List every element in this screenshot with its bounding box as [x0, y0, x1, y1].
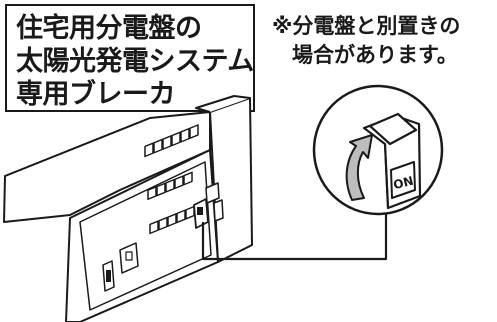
note-line-2: 場合があります。 [292, 43, 458, 67]
magnifier-circle [312, 84, 444, 216]
breaker-row-1 [144, 124, 199, 158]
title-line-2: 太陽光発電システム [16, 46, 254, 77]
distribution-board-illustration [3, 95, 253, 322]
title-line-3: 専用ブレーカ [16, 79, 176, 110]
on-plate [390, 161, 416, 199]
callout-line [201, 205, 388, 261]
board-lid [3, 111, 211, 223]
title-line-1: 住宅用分電盤の [16, 13, 202, 44]
note-line-1: ※分電盤と別置きの [272, 14, 461, 38]
breaker-row-2 [147, 171, 193, 201]
title-box: 住宅用分電盤の 太陽光発電システム 専用ブレーカ [5, 4, 255, 112]
on-label: ON [392, 174, 415, 192]
placement-note: ※分電盤と別置きの 場合があります。 [272, 12, 497, 70]
magnified-switch: ON [312, 84, 444, 216]
up-arrow-icon [345, 134, 373, 201]
switch-rocker [368, 112, 418, 146]
